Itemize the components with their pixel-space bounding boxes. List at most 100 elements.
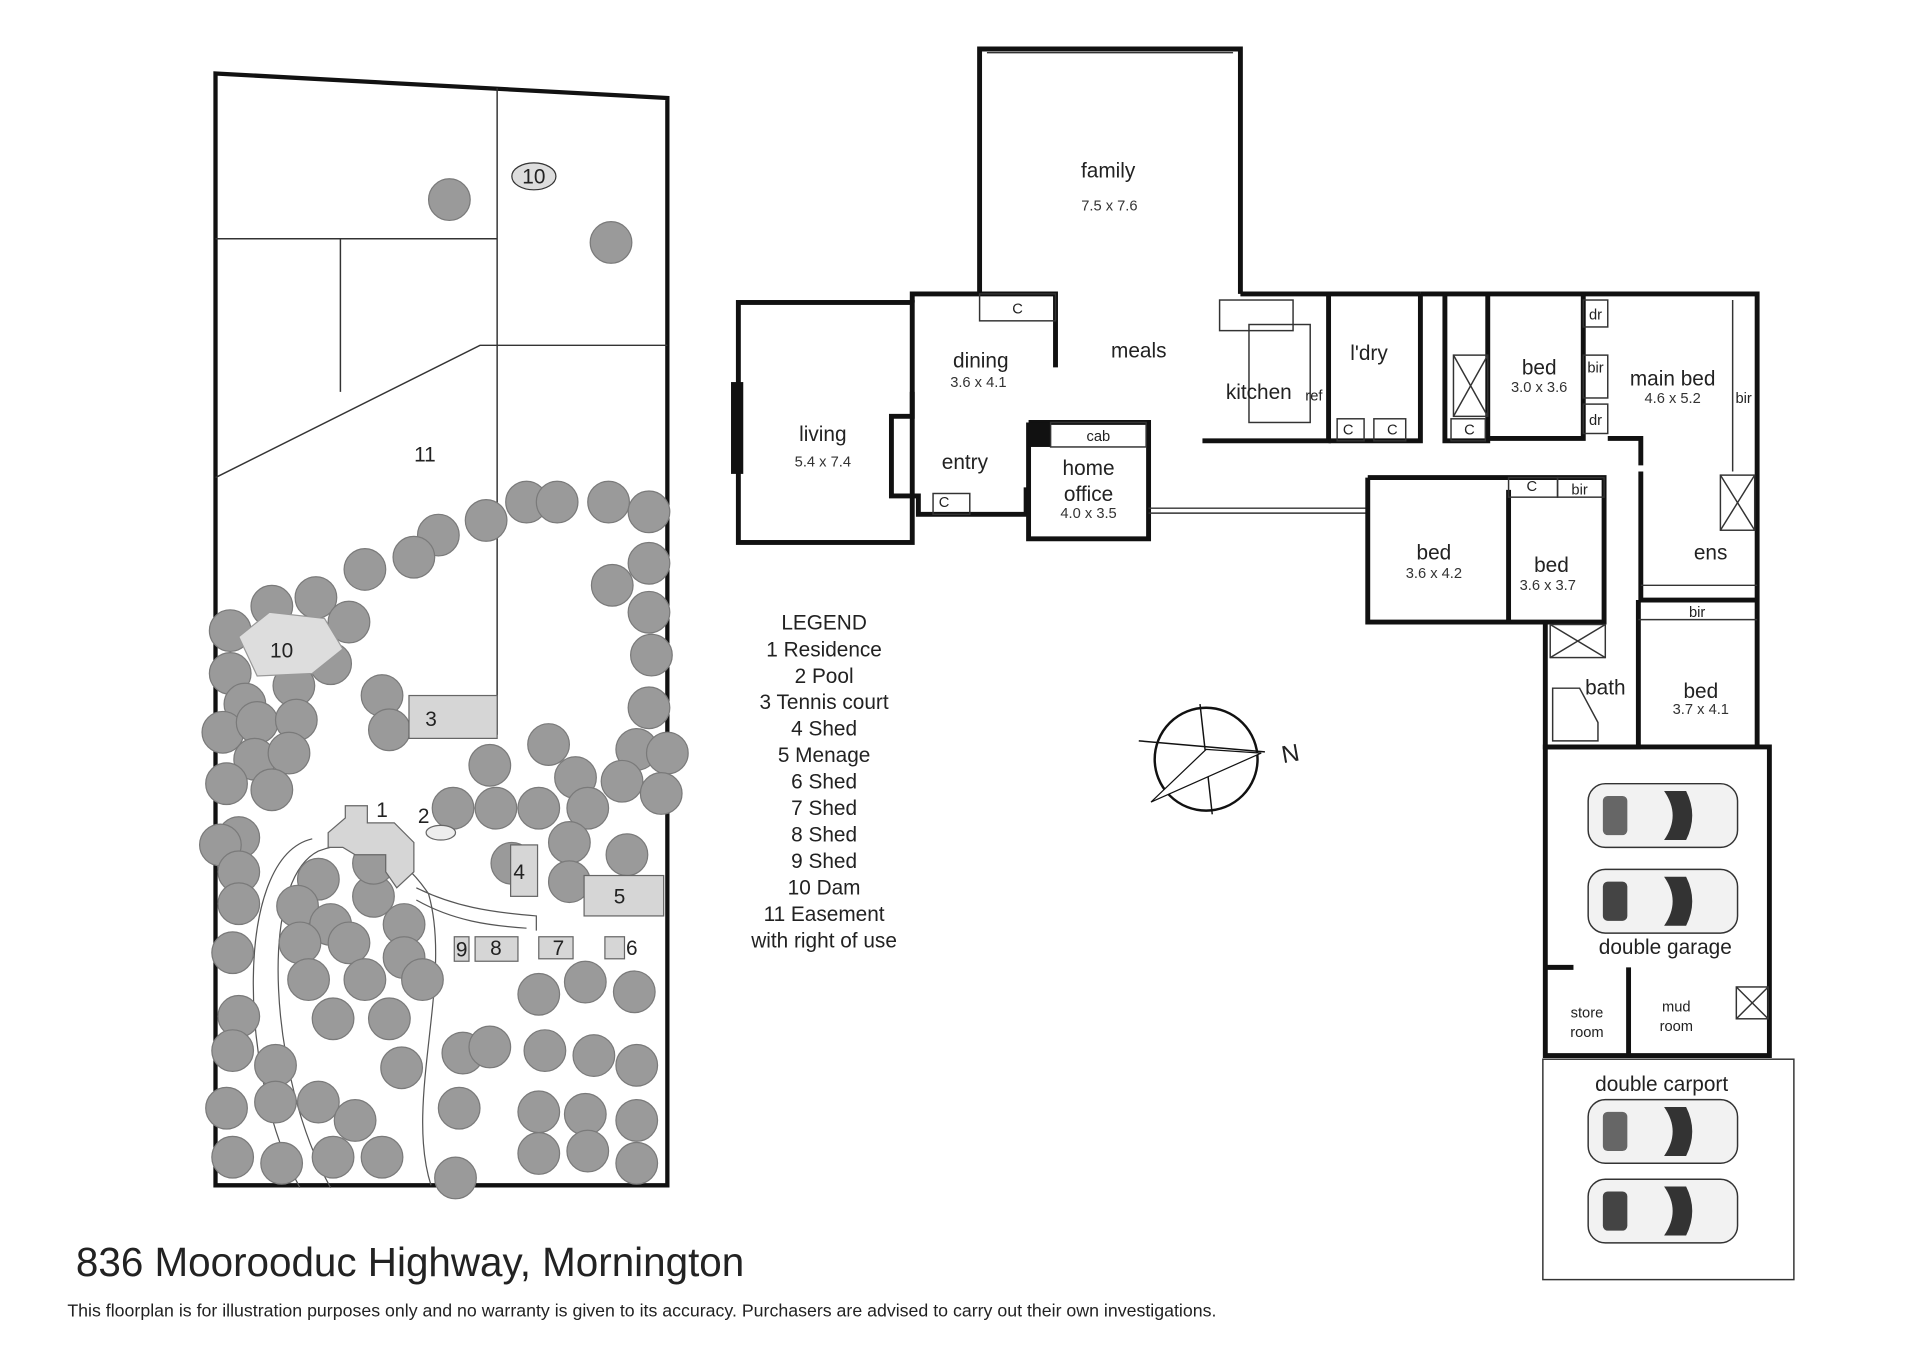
tree-icon (547, 821, 591, 864)
legend-item: 5 Menage (778, 744, 871, 767)
shed-9 (453, 936, 470, 962)
tree-icon (627, 490, 671, 534)
tree-icon (527, 723, 570, 766)
tree-icon (211, 1029, 255, 1073)
tree-icon (360, 1135, 404, 1179)
legend-item: 8 Shed (791, 823, 857, 846)
room-ensuite: ens (1694, 542, 1728, 565)
room-main-bed-dim: 4.6 x 5.2 (1644, 391, 1700, 407)
bir-label: bir (1587, 360, 1603, 376)
room-bed-3-dim: 3.6 x 4.2 (1406, 566, 1462, 582)
tree-icon (254, 1043, 297, 1087)
tree-icon (333, 1099, 377, 1142)
tree-icon (645, 731, 689, 775)
tree-icon (517, 972, 561, 1016)
tree-icon (615, 1099, 659, 1142)
room-living-dim: 5.4 x 7.4 (795, 455, 851, 471)
bir-label: bir (1571, 483, 1587, 499)
tree-icon (401, 958, 444, 1002)
tree-icon (468, 743, 512, 787)
tree-icon (267, 731, 311, 775)
compass-north-label: N (1279, 739, 1301, 769)
residence (327, 805, 415, 889)
legend-item: 2 Pool (795, 665, 854, 688)
shed-4-label: 4 (513, 861, 525, 884)
shed-8 (474, 936, 519, 962)
car-icon (1587, 782, 1739, 849)
tree-icon (327, 921, 371, 965)
room-living: living (799, 423, 846, 446)
tree-icon (250, 768, 294, 812)
car-icon (1587, 1098, 1739, 1165)
trees (198, 178, 689, 1200)
legend-item: 4 Shed (791, 718, 857, 741)
tree-icon (431, 786, 475, 830)
tree-icon (287, 958, 330, 1002)
room-dining-dim: 3.6 x 4.1 (950, 375, 1006, 391)
tree-icon (464, 499, 508, 542)
tree-icon (367, 997, 411, 1041)
shed-4 (510, 844, 539, 897)
room-meals: meals (1111, 340, 1166, 363)
tree-icon (517, 1132, 561, 1175)
fireplace (731, 382, 744, 474)
tree-icon (566, 786, 610, 830)
room-kitchen: kitchen (1226, 381, 1292, 404)
dr-label: dr (1589, 413, 1602, 429)
tree-icon (235, 701, 279, 744)
room-bed-2: bed (1522, 357, 1557, 380)
room-main-bed: main bed (1630, 368, 1716, 391)
room-bed-2-dim: 3.0 x 3.6 (1511, 380, 1567, 396)
tree-icon (615, 1141, 659, 1185)
shed-7 (538, 936, 574, 960)
cupboard-label: C (1012, 301, 1023, 317)
tree-icon (311, 1135, 355, 1179)
room-family-dim: 7.5 x 7.6 (1081, 199, 1137, 215)
room-store-2: room (1570, 1025, 1603, 1041)
room-bed-4: bed (1534, 554, 1569, 577)
ref-label: ref (1305, 388, 1323, 404)
tree-icon (254, 1080, 297, 1124)
legend-item: 1 Residence (766, 638, 882, 661)
court-label: 3 (425, 708, 437, 731)
tree-icon (343, 547, 387, 591)
tree-icon (563, 1092, 607, 1136)
house-plan (731, 46, 1795, 1281)
room-bed-3: bed (1417, 542, 1452, 565)
tree-icon (566, 1129, 610, 1173)
tree-icon (437, 1086, 481, 1130)
pool (425, 824, 457, 841)
tree-icon (474, 786, 518, 830)
room-bath: bath (1585, 676, 1625, 699)
tree-icon (217, 882, 261, 926)
tree-icon (327, 600, 371, 644)
tree-icon (517, 786, 561, 830)
car-icon (1587, 868, 1739, 934)
property-address-title: 836 Moorooduc Highway, Mornington (76, 1239, 744, 1285)
tree-icon (587, 480, 630, 524)
tree-icon (367, 708, 411, 752)
room-store: store (1571, 1006, 1604, 1022)
tree-icon (296, 1080, 340, 1124)
compass-icon: N (1138, 704, 1302, 815)
residence-label: 1 (376, 799, 388, 822)
dr-label: dr (1589, 308, 1602, 324)
tree-icon (311, 997, 355, 1041)
tree-icon (572, 1034, 616, 1077)
room-mud: mud (1662, 999, 1691, 1015)
tree-icon (380, 1046, 424, 1090)
cupboard-label: C (1464, 423, 1475, 439)
tree-icon (205, 1086, 248, 1130)
legend-item: 11 Easement (764, 903, 885, 926)
tree-icon (343, 958, 387, 1002)
tennis-court (408, 694, 498, 739)
dam-left (238, 611, 344, 677)
tree-icon (434, 1156, 477, 1200)
legend-item: with right of use (750, 929, 897, 952)
room-bed-4-dim: 3.6 x 3.7 (1520, 578, 1576, 594)
easement-line (215, 344, 668, 479)
tree-icon (205, 762, 248, 806)
